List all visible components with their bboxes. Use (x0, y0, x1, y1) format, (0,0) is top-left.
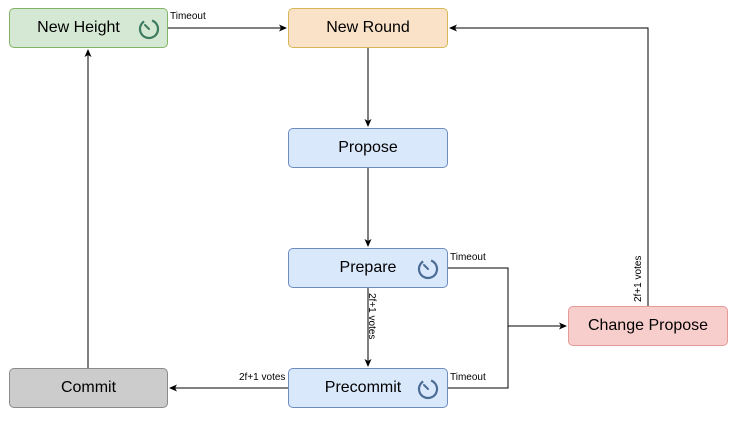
node-commit-label: Commit (60, 379, 117, 396)
node-new-height[interactable]: New Height (9, 8, 168, 48)
edge-label-height-timeout: Timeout (170, 11, 206, 22)
timer-icon (138, 18, 160, 40)
edge-label-precommit-votes: 2f+1 votes (239, 372, 286, 383)
edge-change-to-round (449, 24, 649, 306)
timer-icon (417, 258, 439, 280)
node-precommit[interactable]: Precommit (288, 368, 448, 408)
node-precommit-label: Precommit (324, 379, 402, 396)
edge-precommit-timeout (448, 326, 509, 389)
edge-label-change-votes: 2f+1 votes (633, 255, 644, 302)
timer-icon (417, 378, 439, 400)
edge-prepare-timeout (448, 267, 567, 330)
node-change-propose[interactable]: Change Propose (568, 306, 728, 346)
edge-label-prepare-timeout: Timeout (450, 252, 486, 263)
node-propose[interactable]: Propose (288, 128, 448, 168)
node-prepare[interactable]: Prepare (288, 248, 448, 288)
node-prepare-label: Prepare (339, 259, 397, 276)
edge-label-prepare-votes: 2f+1 votes (366, 293, 377, 340)
node-change-propose-label: Change Propose (587, 317, 709, 334)
edge-label-precommit-timeout: Timeout (450, 372, 486, 383)
node-propose-label: Propose (338, 139, 398, 156)
node-new-height-label: New Height (37, 19, 120, 36)
node-new-round-label: New Round (326, 19, 410, 36)
node-new-round[interactable]: New Round (288, 8, 448, 48)
node-commit[interactable]: Commit (9, 368, 168, 408)
